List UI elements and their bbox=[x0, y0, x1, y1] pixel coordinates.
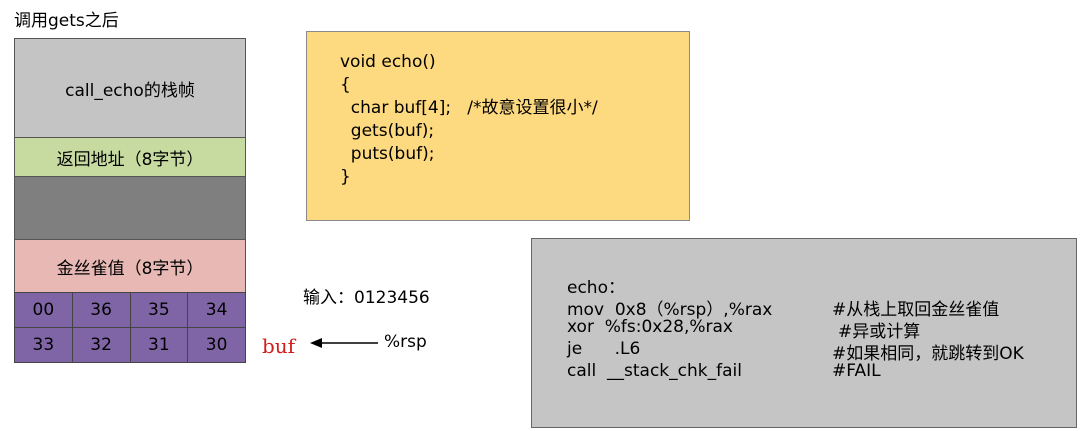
padding-block bbox=[14, 176, 246, 240]
asm-comment: #如果相同，就跳转到OK bbox=[832, 344, 1024, 364]
caller-stack-frame: call_echo的栈帧 bbox=[14, 38, 246, 138]
buf-label: buf bbox=[262, 334, 296, 358]
return-address-block: 返回地址（8字节） bbox=[14, 137, 246, 177]
code-line: { bbox=[340, 75, 351, 95]
asm-code: mov 0x8（%rsp）,%rax bbox=[567, 300, 773, 320]
input-label: 输入：0123456 bbox=[303, 288, 430, 308]
arrow-left-icon bbox=[310, 338, 378, 348]
buffer-row-lower: 33 32 31 30 bbox=[14, 327, 246, 363]
buffer-byte: 34 bbox=[187, 292, 246, 328]
asm-code: xor %fs:0x28,%rax bbox=[567, 317, 733, 337]
asm-comment: #FAIL bbox=[832, 361, 881, 381]
buffer-byte: 31 bbox=[129, 327, 189, 363]
c-code-box: void echo() { char buf[4]; /*故意设置很小*/ ge… bbox=[306, 31, 690, 221]
asm-comment: #从栈上取回金丝雀值 bbox=[832, 300, 1000, 320]
buffer-byte: 35 bbox=[129, 292, 189, 328]
asm-code: je .L6 bbox=[567, 339, 641, 359]
code-line: char buf[4]; /*故意设置很小*/ bbox=[340, 98, 598, 118]
canary-block: 金丝雀值（8字节） bbox=[14, 239, 246, 293]
diagram-title: 调用gets之后 bbox=[14, 11, 119, 31]
code-line: } bbox=[340, 167, 351, 187]
buffer-byte: 30 bbox=[187, 327, 246, 363]
asm-comment: #异或计算 bbox=[838, 322, 921, 342]
asm-header: echo： bbox=[567, 278, 625, 298]
buffer-byte: 36 bbox=[71, 292, 131, 328]
buffer-byte: 00 bbox=[14, 292, 73, 328]
code-line: gets(buf); bbox=[340, 121, 435, 141]
buffer-byte: 32 bbox=[71, 327, 131, 363]
assembly-box: echo： mov 0x8（%rsp）,%rax #从栈上取回金丝雀值 xor … bbox=[531, 238, 1077, 428]
buffer-byte: 33 bbox=[14, 327, 73, 363]
asm-code: call __stack_chk_fail bbox=[567, 361, 742, 381]
rsp-label: %rsp bbox=[384, 332, 427, 352]
code-line: puts(buf); bbox=[340, 144, 435, 164]
buffer-row-upper: 00 36 35 34 bbox=[14, 292, 246, 328]
code-line: void echo() bbox=[340, 52, 436, 72]
